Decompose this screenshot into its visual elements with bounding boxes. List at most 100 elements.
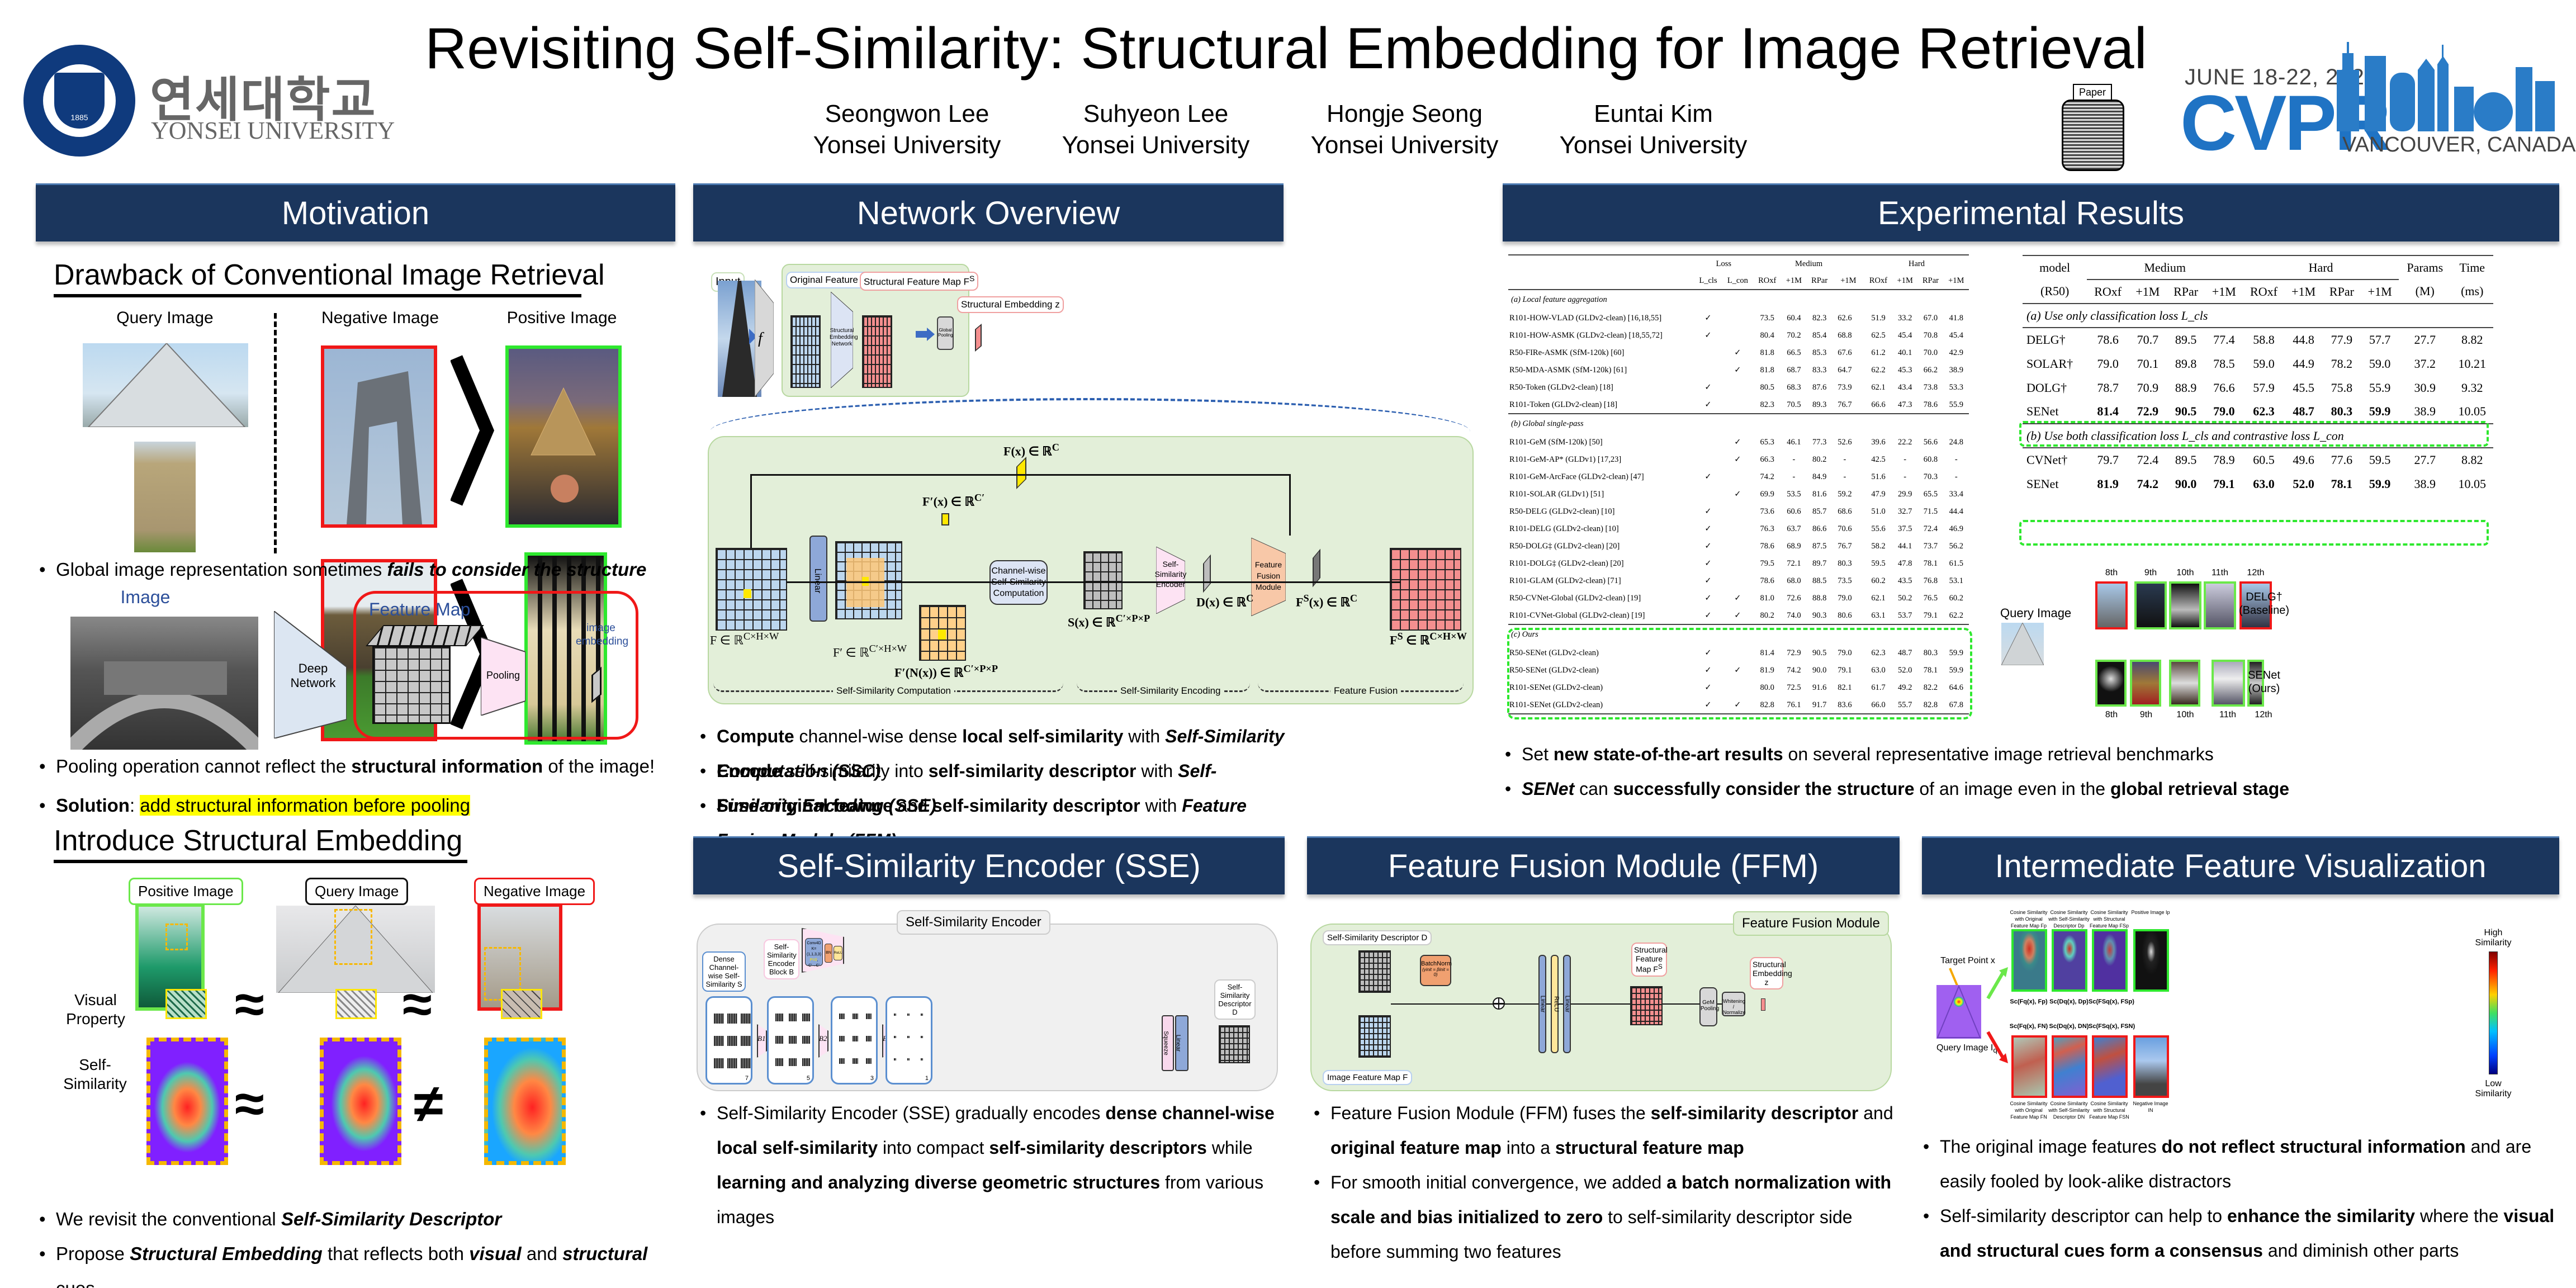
poster-title: Revisiting Self-Similarity: Structural E… [425, 16, 2147, 81]
column-header: RPar [2329, 284, 2354, 299]
sse-bullet: Self-Similarity Encoder (SSE) gradually … [700, 1096, 1281, 1234]
local-ss-patch [775, 1036, 783, 1044]
value-cell: 79.0 [1838, 594, 1852, 603]
value-cell: 67.8 [1949, 700, 1963, 709]
col-group-loss: Loss [1716, 259, 1732, 268]
dense-ss-label: Dense Channel-wise Self-Similarity S [702, 951, 746, 992]
column-header: L_con [1727, 276, 1748, 285]
structural-embedding-label: Structural Embedding z [957, 296, 1064, 313]
value-cell: 85.7 [1812, 507, 1827, 516]
author-name: Seongwon Lee [825, 100, 989, 127]
structural-embedding-network-label: Structural Embedding Network [830, 328, 858, 347]
method-cell: R101-DOLG‡ (GLDv2-clean) [20] [1509, 559, 1624, 568]
ss-descriptor-label: Self-Similarity Descriptor D [1214, 979, 1256, 1020]
value-cell: 45.4 [1949, 331, 1963, 340]
rank-label: 9th [2144, 568, 2157, 577]
bullet-bold: dense channel-wise local self-similarity [717, 1103, 1275, 1158]
section-title: (b) Global single-pass [1511, 419, 1584, 428]
loss-cls-cell: ✓ [1704, 683, 1712, 692]
value-cell: 39.6 [1871, 438, 1886, 447]
value-cell: 48.7 [2293, 404, 2314, 418]
col-model: model [2039, 261, 2071, 274]
value-cell: 59.5 [2369, 453, 2391, 467]
bullet-text: where the [2415, 1206, 2504, 1226]
loss-con-cell: ✓ [1734, 438, 1741, 447]
flow-arrow [916, 331, 927, 338]
column-label-query: Query Image [116, 309, 214, 327]
loss-con-cell [1722, 379, 1754, 396]
value-cell: 61.5 [1949, 559, 1963, 568]
qr-code-icon[interactable] [2062, 100, 2124, 171]
loss-con-cell [1722, 555, 1754, 572]
bullet-text: channel-wise dense [794, 726, 963, 746]
loss-con-cell: ✓ [1734, 700, 1741, 709]
bullet-text: and are easily fooled by look-alike dist… [1940, 1137, 2532, 1191]
loss-con-cell: ✓ [1734, 366, 1741, 375]
bullet-bold: self-similarity descriptor [1650, 1103, 1859, 1123]
loss-cls-cell [1694, 362, 1722, 379]
local-ss-patch [727, 1014, 737, 1024]
feature-map-label: Feature Map [369, 599, 471, 619]
value-cell: 60.8 [1923, 455, 1938, 464]
value-cell: 88.5 [1812, 576, 1827, 585]
value-cell: 80.5 [1760, 383, 1774, 392]
bullet-bold: visual and structural cues form a consen… [1940, 1206, 2555, 1261]
value-cell: 22.2 [1898, 438, 1912, 447]
bullet-emphasis: fails to consider the structure [387, 559, 647, 580]
section-header-network-overview: Network Overview [693, 183, 1284, 242]
value-cell: 58.8 [2253, 333, 2275, 347]
value-cell: 8.82 [2461, 453, 2483, 467]
value-cell: 44.1 [1898, 542, 1912, 551]
value-cell: 66.2 [1923, 366, 1938, 375]
label-text: F′(N(x)) ∈ ℝ [894, 665, 964, 680]
value-cell: 72.4 [1923, 524, 1938, 533]
loss-con-cell [1722, 503, 1754, 520]
bullet-text: of the image! [543, 756, 655, 776]
value-cell: 66.3 [1760, 455, 1774, 464]
column-header: +1M [2367, 284, 2392, 299]
value-cell: 10.05 [2458, 404, 2487, 418]
value-cell: 56.6 [1923, 438, 1938, 447]
loss-cls-cell: ✓ [1704, 700, 1712, 709]
col-time: Time [2459, 261, 2485, 274]
value-cell: 71.5 [1923, 507, 1938, 516]
global-pooling-block: Global Pooling [937, 316, 954, 350]
value-cell: 70.2 [1787, 331, 1801, 340]
label-sub: q [1993, 1046, 1997, 1055]
ifv-bottom-caption: Negative Image IN [2133, 1101, 2168, 1113]
value-cell: 91.6 [1812, 683, 1827, 692]
bullet-emphasis: Structural Embedding [130, 1243, 323, 1264]
FSx-dim-label: FS(x) ∈ ℝC [1296, 593, 1357, 609]
bullet-bold: Encode [717, 761, 782, 781]
value-cell: 76.3 [1760, 524, 1774, 533]
bullet-bold: new state-of-the-art results [1553, 744, 1783, 764]
value-cell: 82.8 [1760, 700, 1774, 709]
value-cell: 44.4 [1949, 507, 1963, 516]
value-cell: 72.4 [2137, 453, 2159, 467]
column-header: ROxf [1758, 276, 1777, 285]
row-label-self-similarity: Self-Similarity [63, 1056, 127, 1092]
label-text: DELG† [2246, 591, 2283, 603]
patch-size-label: 7 [745, 1075, 749, 1082]
value-cell: 78.9 [2213, 453, 2235, 467]
value-cell: 78.6 [2097, 333, 2119, 347]
ffm-bullet-fuses: Feature Fusion Module (FFM) fuses the se… [1314, 1096, 1895, 1165]
rank-label: 10th [2176, 710, 2194, 719]
bullet-text: Feature Fusion Module (FFM) fuses the [1330, 1103, 1651, 1123]
value-cell: 80.3 [1838, 559, 1852, 568]
loss-cls-cell: ✓ [1704, 610, 1712, 620]
value-cell: 62.1 [1871, 594, 1886, 603]
local-ss-patch [894, 1058, 896, 1060]
value-cell: 77.4 [2213, 333, 2235, 347]
section-header-experimental-results: Experimental Results [1503, 183, 2559, 242]
local-ss-patch [789, 1058, 797, 1066]
value-cell: 58.2 [1871, 542, 1886, 551]
value-cell: 66.5 [1787, 348, 1801, 357]
value-cell: 69.9 [1760, 490, 1774, 499]
value-cell: 79.5 [1760, 559, 1774, 568]
colorbar-high-label: High Similarity [2475, 928, 2512, 948]
